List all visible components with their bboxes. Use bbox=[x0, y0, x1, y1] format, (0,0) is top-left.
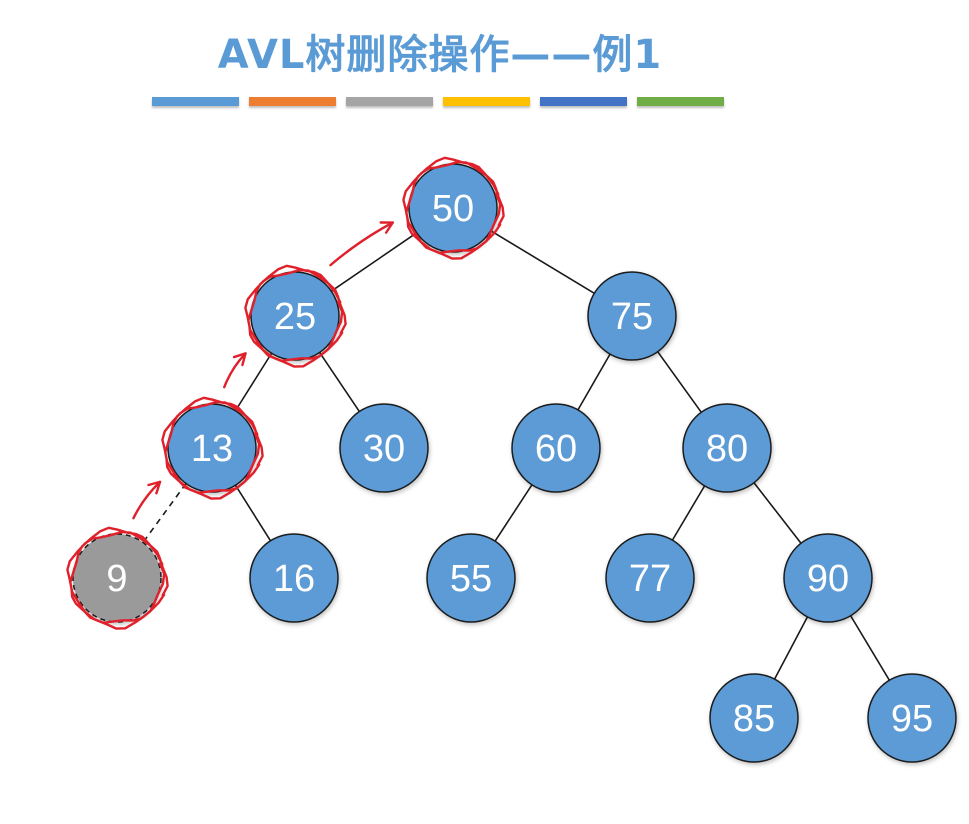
node-label: 80 bbox=[706, 428, 748, 470]
node-label: 85 bbox=[733, 698, 775, 740]
red-highlight-circle bbox=[244, 264, 347, 368]
tree-edges bbox=[142, 230, 891, 681]
tree-node-55: 55 bbox=[426, 533, 516, 623]
node-label: 77 bbox=[629, 558, 671, 600]
tree-edge bbox=[234, 352, 273, 412]
node-circle bbox=[867, 673, 957, 763]
annotations bbox=[66, 156, 505, 630]
tree-node-85: 85 bbox=[709, 673, 799, 763]
tree-node-30: 30 bbox=[339, 403, 429, 493]
node-label: 95 bbox=[891, 698, 933, 740]
node-label: 90 bbox=[807, 558, 849, 600]
tree-edge bbox=[330, 232, 418, 292]
red-path-arrow bbox=[132, 480, 162, 520]
red-highlight-circle bbox=[66, 526, 169, 630]
node-label: 60 bbox=[535, 428, 577, 470]
tree-node-50: 50 bbox=[408, 163, 498, 253]
tree-edge bbox=[318, 352, 361, 412]
tree-node-75: 75 bbox=[587, 271, 677, 361]
node-circle bbox=[682, 403, 772, 493]
color-bar-segment bbox=[443, 97, 530, 106]
node-label: 16 bbox=[273, 558, 315, 600]
red-arrow-head-icon bbox=[379, 221, 394, 234]
red-arrow-head-icon bbox=[147, 480, 162, 495]
tree-node-9: 9 bbox=[72, 533, 162, 623]
tree-edge bbox=[490, 230, 595, 294]
color-bar bbox=[152, 97, 724, 106]
tree-edge bbox=[234, 484, 272, 542]
node-label: 13 bbox=[191, 428, 233, 470]
node-circle bbox=[426, 533, 516, 623]
node-label: 25 bbox=[274, 296, 316, 338]
red-arrow-head-icon bbox=[232, 352, 247, 367]
node-label: 55 bbox=[450, 558, 492, 600]
tree-edge bbox=[494, 484, 533, 542]
color-bar-segment bbox=[346, 97, 433, 106]
node-label: 75 bbox=[611, 296, 653, 338]
tree-edge bbox=[671, 485, 706, 541]
tree-edge bbox=[849, 615, 891, 681]
node-circle bbox=[605, 533, 695, 623]
tree-edge bbox=[773, 616, 809, 680]
tree-node-25: 25 bbox=[250, 271, 340, 361]
color-bar-segment bbox=[637, 97, 724, 106]
tree-nodes: 50 25 75 13 30 60 80 9 16 55 77 90 85 95 bbox=[72, 163, 957, 763]
color-bar-segment bbox=[540, 97, 627, 106]
red-highlight-circle bbox=[161, 396, 264, 500]
tree-node-16: 16 bbox=[249, 533, 339, 623]
tree-node-80: 80 bbox=[682, 403, 772, 493]
node-label: 9 bbox=[106, 558, 127, 600]
node-circle bbox=[511, 403, 601, 493]
node-circle bbox=[339, 403, 429, 493]
tree-edge bbox=[577, 353, 611, 411]
tree-node-60: 60 bbox=[511, 403, 601, 493]
node-circle bbox=[783, 533, 873, 623]
tree-edge bbox=[657, 351, 702, 413]
color-bar-segment bbox=[152, 97, 239, 106]
slide-title: AVL树删除操作——例1 bbox=[217, 32, 663, 78]
tree-node-95: 95 bbox=[867, 673, 957, 763]
node-label: 50 bbox=[432, 188, 474, 230]
node-label: 30 bbox=[363, 428, 405, 470]
tree-node-90: 90 bbox=[783, 533, 873, 623]
node-circle bbox=[587, 271, 677, 361]
red-path-arrow bbox=[329, 221, 394, 267]
tree-node-77: 77 bbox=[605, 533, 695, 623]
red-path-arrow bbox=[223, 352, 247, 389]
color-bar-segment bbox=[249, 97, 336, 106]
red-highlight-circle bbox=[402, 156, 505, 260]
tree-node-13: 13 bbox=[167, 403, 257, 493]
node-circle bbox=[249, 533, 339, 623]
tree-edge bbox=[142, 483, 187, 543]
tree-edge bbox=[753, 482, 802, 544]
node-circle bbox=[709, 673, 799, 763]
